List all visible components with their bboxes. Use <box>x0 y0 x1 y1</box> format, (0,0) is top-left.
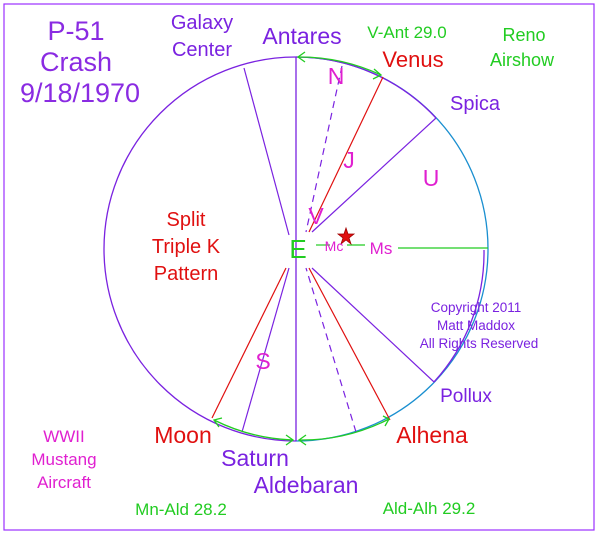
split-label-line2: Triple K <box>152 236 221 258</box>
j-label: J <box>343 147 355 173</box>
reno-label-line2: Airshow <box>490 50 555 70</box>
aldebaran-label: Aldebaran <box>254 472 359 498</box>
v-ant-arrow-right <box>372 68 383 80</box>
moon-line <box>211 267 287 419</box>
pollux-label: Pollux <box>440 386 492 407</box>
dashed-line-lower <box>305 267 357 433</box>
saturn-line <box>241 267 290 433</box>
moon-label: Moon <box>154 422 212 448</box>
u-label: U <box>423 165 440 191</box>
title-line3: 9/18/1970 <box>20 78 140 108</box>
split-label-line1: Split <box>167 209 206 231</box>
split-label-line3: Pattern <box>154 263 218 285</box>
galaxy-label-line2: Center <box>172 39 232 61</box>
v-ant-arrow-left <box>296 51 306 63</box>
dashed-line-upper <box>305 65 343 233</box>
wwii-label-line2: Mustang <box>31 450 96 469</box>
ald-alh-arc <box>298 418 390 441</box>
title-line2: Crash <box>40 47 112 77</box>
circle-left-arc <box>103 56 297 442</box>
pollux-line <box>311 267 435 383</box>
v-label: V <box>308 203 324 229</box>
spica-label: Spica <box>450 93 501 115</box>
ms-label: Ms <box>370 239 393 258</box>
copyright-line2: Matt Maddox <box>437 318 515 333</box>
saturn-label: Saturn <box>221 445 289 471</box>
e-label: E <box>289 234 306 264</box>
circle-lower-right-arc <box>433 249 485 383</box>
alhena-label: Alhena <box>396 422 468 448</box>
wwii-label-line1: WWII <box>43 427 85 446</box>
reno-label-line1: Reno <box>502 25 545 45</box>
ald-alh-arrow-right <box>382 415 390 427</box>
outer-frame <box>3 3 595 531</box>
galaxy-label-line1: Galaxy <box>171 12 233 34</box>
ald-alh-label: Ald-Alh 29.2 <box>383 499 476 518</box>
antares-label: Antares <box>262 23 341 49</box>
mn-ald-arrow-right <box>285 434 295 446</box>
mn-ald-arc <box>213 419 294 441</box>
galaxy-center-line <box>243 67 290 236</box>
venus-label: Venus <box>382 47 443 72</box>
copyright-line1: Copyright 2011 <box>431 300 522 315</box>
mc-label: Mc <box>325 238 344 254</box>
mn-ald-arrow-left <box>212 417 223 428</box>
mn-ald-label: Mn-Ald 28.2 <box>135 500 227 519</box>
s-label: S <box>255 348 270 374</box>
v-ant-arc <box>297 56 382 76</box>
alhena-line <box>308 267 391 421</box>
spica-line <box>311 117 437 233</box>
venus-line <box>308 76 384 233</box>
v-ant-label: V-Ant 29.0 <box>367 23 446 42</box>
star-icon <box>336 226 356 246</box>
wwii-label-line3: Aircraft <box>37 473 91 492</box>
copyright-line3: All Rights Reserved <box>420 336 539 351</box>
n-label: N <box>328 63 345 89</box>
ald-alh-arrow-left <box>297 434 307 446</box>
title-line1: P-51 <box>47 16 104 46</box>
